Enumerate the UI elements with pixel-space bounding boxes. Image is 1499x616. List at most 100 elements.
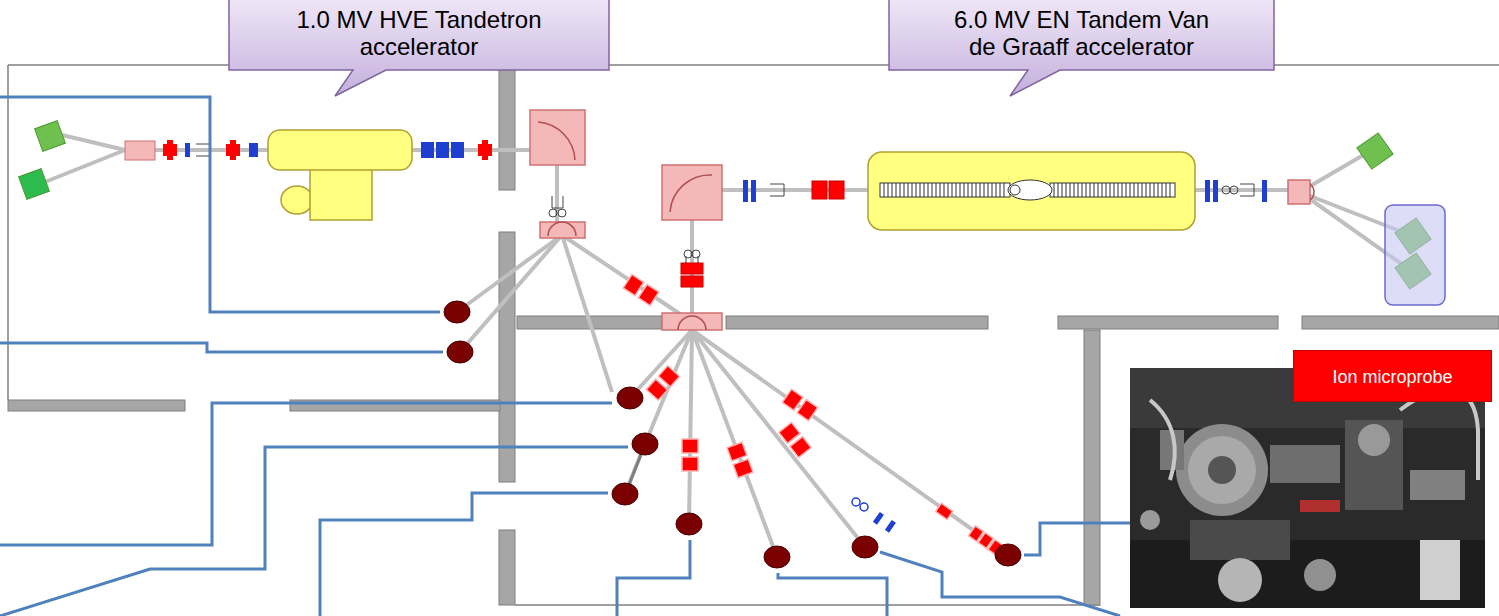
accelerator-column [1050,183,1175,197]
column-tick [1150,183,1151,197]
magnet-arc [678,316,706,330]
magnet-lens [1213,180,1218,202]
magnet-arc [1310,184,1314,200]
beam-line [692,330,1008,555]
leader-line [0,403,612,545]
quadrupole [623,275,643,296]
column-tick [1062,183,1063,197]
column-tick [1000,183,1001,197]
column-tick [1082,183,1083,197]
column-tick [912,183,913,197]
quadrupole [797,400,818,421]
text-holder: Ion microprobe [1294,351,1491,403]
building-outline [8,65,1499,605]
photo [1300,500,1340,512]
column-tick [1054,183,1055,197]
magnet-lens [743,180,748,202]
accelerator-tank [868,152,1195,230]
column-tick [932,183,933,197]
quadrupole [638,284,658,305]
column-tick [1004,183,1005,197]
column-tick [900,183,901,197]
photo [1358,424,1390,456]
magnet-lens [185,143,190,157]
slit [1222,186,1230,194]
leader-line [0,97,1290,616]
slit [558,209,566,217]
slit [549,209,557,217]
column-tick [948,183,949,197]
column-tick [1086,183,1087,197]
column-tick [1098,183,1099,197]
callout-outline [889,0,1274,96]
magnet-arc [670,175,712,212]
column-tick [1122,183,1123,197]
callout-text: 1.0 MV HVE Tandetron accelerator [283,7,555,61]
column-tick [1134,183,1135,197]
beam-line [62,135,125,150]
wall [499,65,515,190]
column-tick [928,183,929,197]
quadrupole [782,389,817,420]
end-station [612,483,638,505]
beam-line [645,330,692,444]
analysing-magnet [530,110,1310,330]
target-station [19,121,1431,289]
beam-line [45,150,125,182]
beam-line [692,330,865,547]
magnet-lens [230,140,236,160]
steerer [860,503,868,511]
column-tick [916,183,917,197]
magnet-lens [1205,180,1210,202]
end-station [444,301,470,323]
magnet-arc [548,222,576,236]
quadrupole [727,442,753,478]
photo [1410,470,1465,500]
quadrupole [623,275,659,306]
column-tick [892,183,893,197]
column-tick [1102,183,1103,197]
magnet-lens [167,140,173,160]
magnet-lens [681,263,703,274]
magnet-lens [421,142,434,158]
column-tick [1142,183,1143,197]
quadrupole [658,366,679,387]
target-station [1357,133,1393,169]
wall [1302,316,1499,329]
photo-cable [1150,400,1175,480]
wall [8,65,1499,605]
column-tick [984,183,985,197]
magnet-lens [751,180,756,202]
analysing-magnet [662,165,722,220]
column-tick [1130,183,1131,197]
building-outline [7,65,9,400]
wall [8,400,185,411]
column-tick [1066,183,1067,197]
wall [499,530,515,605]
analysing-magnet [530,110,585,165]
quadrupole [733,459,753,478]
column-tick [1154,183,1155,197]
building-outline [515,604,1100,606]
beam-line [1300,150,1372,192]
wall [1058,316,1278,329]
column-tick [1118,183,1119,197]
magnet-lens [436,142,449,158]
photo [1420,540,1460,600]
column-tick [1070,183,1071,197]
column-ticks [884,183,1170,197]
chamber [125,141,155,160]
steerer [873,512,896,533]
leader-line [778,573,887,616]
column-tick [960,183,961,197]
quadrupole [646,366,679,400]
photo-label: Ion microprobe [1332,367,1452,387]
column-tick [1170,183,1171,197]
callout-box: 6.0 MV EN Tandem Van de Graaff accelerat… [888,0,1275,98]
column-tick [964,183,965,197]
column-tick [1138,183,1139,197]
callout-outline [229,0,609,96]
column-tick [904,183,905,197]
